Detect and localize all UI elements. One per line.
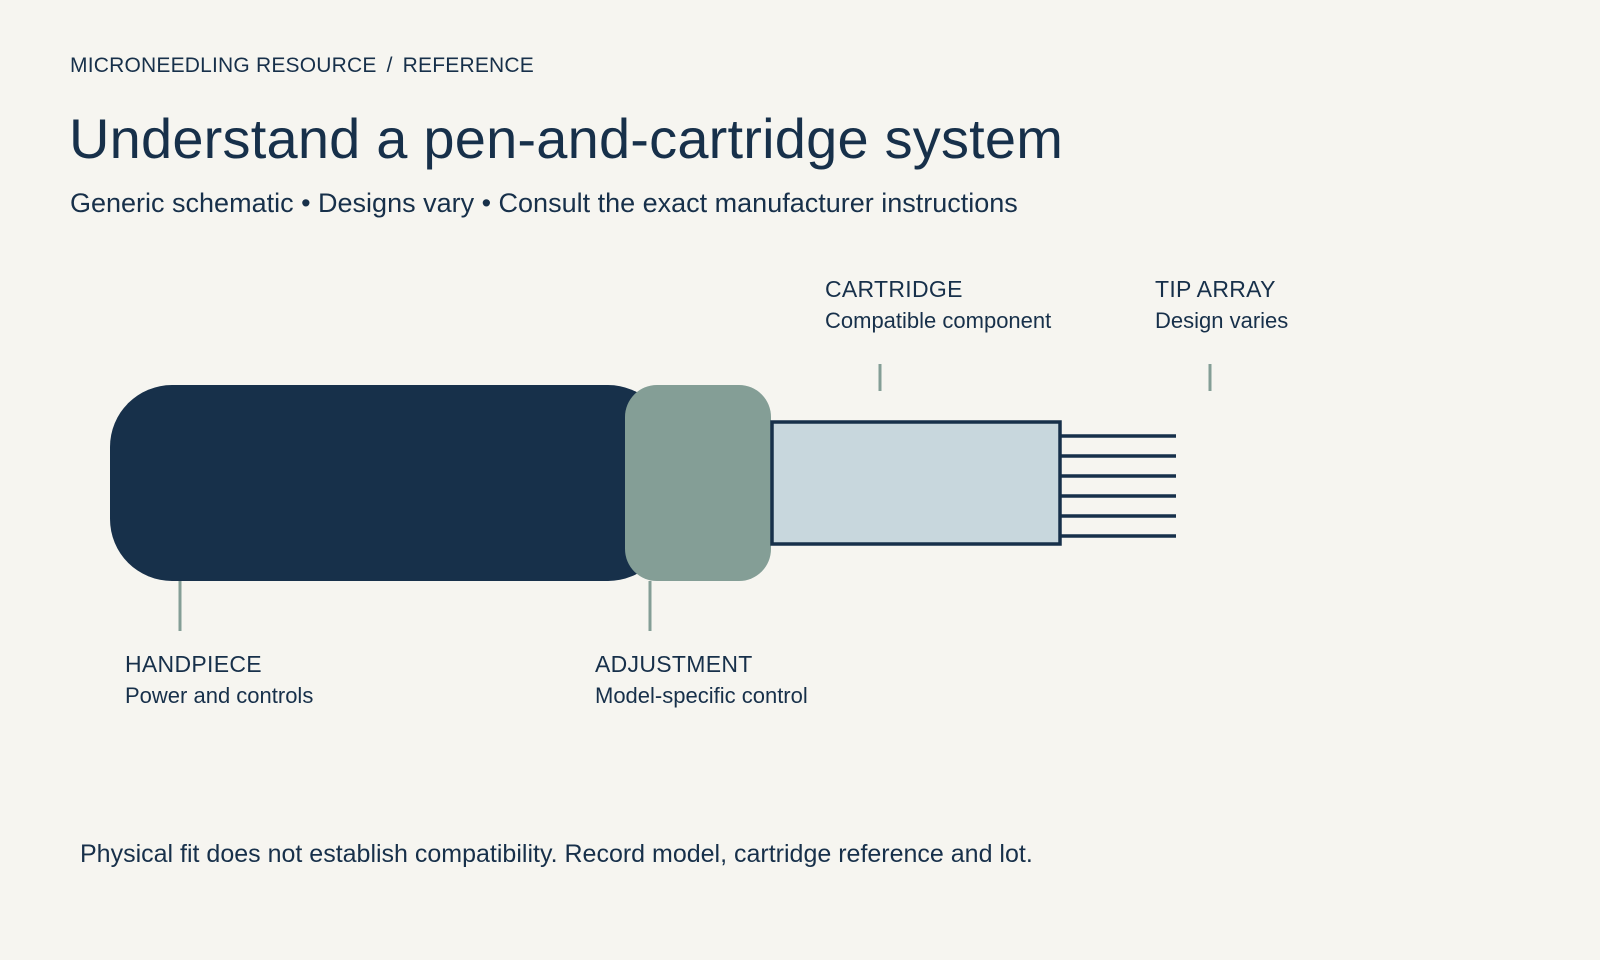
breadcrumb-current: REFERENCE — [402, 54, 534, 77]
callout-handpiece-title: HANDPIECE — [125, 651, 262, 677]
footer-note: Physical fit does not establish compatib… — [80, 840, 1033, 868]
breadcrumb-section[interactable]: MICRONEEDLING RESOURCE — [70, 54, 377, 77]
callout-cartridge: CARTRIDGE Compatible component — [825, 274, 1051, 338]
callout-adjustment: ADJUSTMENT Model-specific control — [595, 649, 808, 713]
page-subtitle: Generic schematic • Designs vary • Consu… — [70, 188, 1018, 218]
callout-cartridge-description: Compatible component — [825, 308, 1052, 333]
adjustment-collar — [625, 385, 771, 581]
leader-lines — [178, 364, 1212, 631]
callout-adjustment-title: ADJUSTMENT — [595, 651, 753, 677]
handpiece-body — [110, 385, 670, 581]
callout-tip-array: TIP ARRAY Design varies — [1155, 274, 1288, 338]
breadcrumb: MICRONEEDLING RESOURCE / REFERENCE — [70, 54, 534, 78]
callout-tip-array-title: TIP ARRAY — [1155, 276, 1276, 302]
callout-tip-array-description: Design varies — [1155, 308, 1289, 333]
callout-handpiece-description: Power and controls — [125, 683, 314, 708]
breadcrumb-separator: / — [386, 54, 393, 77]
tip-array-needles — [1040, 434, 1176, 538]
callout-handpiece: HANDPIECE Power and controls — [125, 649, 313, 713]
page-title: Understand a pen-and-cartridge system — [69, 107, 1064, 170]
callout-cartridge-title: CARTRIDGE — [825, 276, 963, 302]
callout-adjustment-description: Model-specific control — [595, 683, 808, 708]
cartridge-body — [770, 420, 1062, 546]
